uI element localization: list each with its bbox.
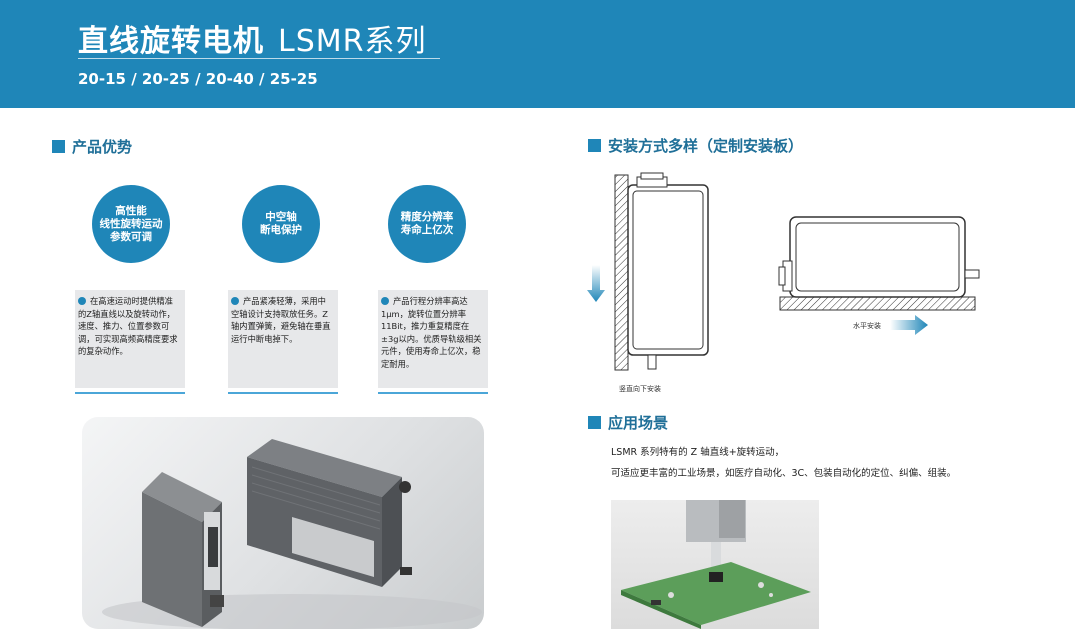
application-heading-text: 应用场景 bbox=[608, 414, 669, 432]
bullet-icon bbox=[78, 297, 86, 305]
advantages-heading: 产品优势 bbox=[52, 136, 132, 157]
motor-product-illustration bbox=[102, 439, 482, 629]
advantage-circle-1: 高性能 线性旋转运动 参数可调 bbox=[92, 185, 170, 263]
advantage-circle-3: 精度分辨率 寿命上亿次 bbox=[388, 185, 466, 263]
installation-heading-text: 安装方式多样（定制安装板） bbox=[608, 137, 804, 155]
advantage-card-1: 在高速运动时提供精准的Z轴直线以及旋转动作，速度、推力、位置参数可调，可实现高频… bbox=[75, 290, 185, 388]
title-series: LSMR系列 bbox=[278, 24, 427, 59]
card-underline bbox=[228, 392, 338, 394]
application-photo bbox=[611, 500, 819, 629]
bullet-icon bbox=[381, 297, 389, 305]
installation-diagram bbox=[587, 172, 980, 371]
installation-heading: 安装方式多样（定制安装板） bbox=[588, 135, 803, 156]
bullet-icon bbox=[231, 297, 239, 305]
section-marker-icon bbox=[588, 416, 601, 429]
header-banner: 直线旋转电机 LSMR系列 20-15 / 20-25 / 20-40 / 25-… bbox=[0, 0, 1075, 108]
application-line-1: LSMR 系列特有的 Z 轴直线+旋转运动， bbox=[611, 447, 785, 458]
application-line-2: 可适应更丰富的工业场景，如医疗自动化、3C、包装自动化的定位、纠偏、组装。 bbox=[611, 468, 957, 479]
title-underline bbox=[78, 58, 440, 59]
application-heading: 应用场景 bbox=[588, 412, 668, 433]
advantage-card-3: 产品行程分辨率高达1μm，旋转位置分辨率11Bit，推力重复精度在±3g以内。优… bbox=[378, 290, 488, 388]
section-marker-icon bbox=[588, 139, 601, 152]
card-underline bbox=[75, 392, 185, 394]
advantages-heading-text: 产品优势 bbox=[72, 138, 133, 156]
vertical-install-label: 竖直向下安装 bbox=[619, 385, 661, 393]
pcb-assembly-illustration bbox=[621, 500, 811, 629]
section-marker-icon bbox=[52, 140, 65, 153]
advantage-card-2: 产品紧凑轻薄，采用中空轴设计支持取放任务。Z轴内置弹簧，避免轴在垂直运行中断电掉… bbox=[228, 290, 338, 388]
horizontal-install-label: 水平安装 bbox=[853, 322, 881, 330]
model-list: 20-15 / 20-25 / 20-40 / 25-25 bbox=[78, 70, 318, 88]
page-title: 直线旋转电机 LSMR系列 bbox=[78, 16, 427, 60]
card-underline bbox=[378, 392, 488, 394]
advantage-circle-2: 中空轴 断电保护 bbox=[242, 185, 320, 263]
product-photo bbox=[82, 417, 484, 629]
title-main: 直线旋转电机 bbox=[78, 24, 264, 59]
